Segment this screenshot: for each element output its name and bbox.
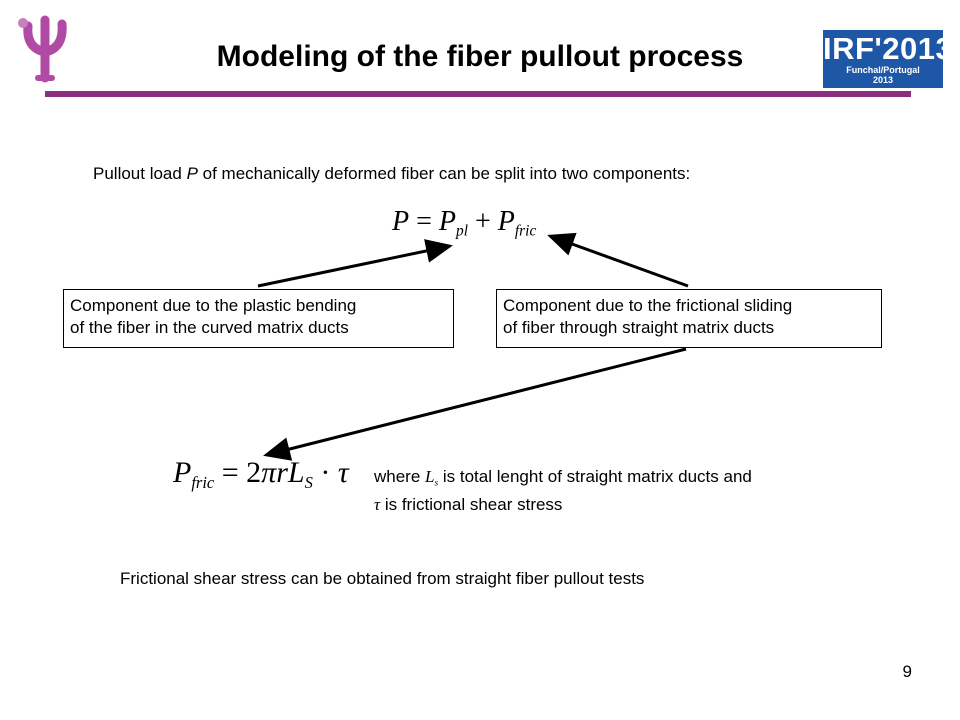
badge-location: Funchal/Portugal	[846, 65, 920, 75]
fric-r: r	[276, 456, 288, 489]
box-left-line2: of the fiber in the curved matrix ducts	[70, 318, 349, 337]
title-divider	[45, 91, 911, 97]
fric-tau: τ	[337, 456, 349, 489]
frictional-sliding-box: Component due to the frictional sliding …	[496, 289, 882, 348]
box-right-line1: Component due to the frictional sliding	[503, 296, 793, 315]
fric-L-sub: S	[304, 472, 313, 492]
where-line1: where Ls is total lenght of straight mat…	[374, 466, 752, 494]
page-number: 9	[902, 662, 912, 681]
intro-symbol: P	[186, 164, 198, 183]
eq-lhs: P	[392, 206, 410, 237]
box-left-line1: Component due to the plastic bending	[70, 296, 357, 315]
arrow-to-pfric	[547, 232, 689, 288]
eq-equals: =	[409, 206, 439, 237]
intro-suffix: of mechanically deformed fiber can be sp…	[197, 164, 691, 183]
note-text: Frictional shear stress can be obtained …	[120, 569, 645, 588]
where-line2-suffix: is frictional shear stress	[380, 495, 563, 515]
eq-term-pl: P	[438, 206, 457, 237]
where-explanation: where Ls is total lenght of straight mat…	[374, 466, 752, 516]
badge-year: 2013	[872, 75, 894, 85]
fric-lhs: P	[173, 456, 192, 489]
box-right-line2: of fiber through straight matrix ducts	[503, 318, 775, 337]
where-prefix: where	[374, 467, 426, 486]
arrow-to-fric-equation	[263, 347, 687, 461]
where-line2: τ is frictional shear stress	[374, 494, 752, 516]
fric-dot: ·	[312, 456, 338, 489]
where-L-sub: s	[434, 478, 439, 489]
eq-plus: +	[468, 206, 498, 237]
where-L: L	[425, 467, 435, 486]
eq-term-fric: P	[497, 206, 515, 237]
eq-sub-pl: pl	[456, 222, 468, 240]
eq-sub-fric: fric	[514, 222, 537, 240]
fric-L: L	[287, 456, 305, 489]
fric-equals: =	[214, 456, 247, 489]
plastic-bending-box: Component due to the plastic bending of …	[63, 289, 454, 348]
where-line1-suffix: is total lenght of straight matrix ducts…	[438, 467, 752, 486]
conference-badge: IRF'2013 Funchal/Portugal 2013	[823, 30, 954, 88]
friction-equation: Pfric = 2πrLS · τ	[173, 456, 349, 493]
main-equation: P = Ppl + Pfric	[392, 206, 536, 240]
psi-logo	[18, 15, 67, 83]
fric-pi: π	[261, 456, 277, 489]
arrow-to-ppl	[257, 239, 453, 288]
fric-lhs-sub: fric	[191, 472, 215, 492]
intro-text: Pullout load P of mechanically deformed …	[93, 164, 690, 184]
badge-title: IRF'2013	[823, 31, 954, 66]
where-tau: τ	[374, 495, 381, 515]
fric-two: 2	[246, 456, 262, 489]
intro-prefix: Pullout load	[93, 164, 187, 183]
page-title: Modeling of the fiber pullout process	[216, 40, 744, 73]
